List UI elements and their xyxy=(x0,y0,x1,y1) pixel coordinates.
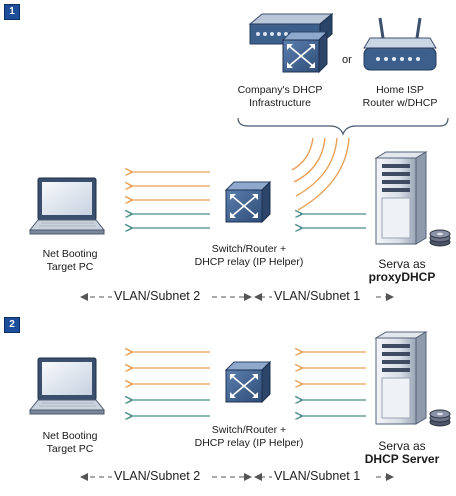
serva-label-2-line1: Serva as xyxy=(378,439,426,453)
target-pc-label-1: Net Booting Target PC xyxy=(20,248,120,274)
target-pc-label-1-line1: Net Booting xyxy=(42,248,98,260)
target-pc-label-2: Net Booting Target PC xyxy=(20,430,120,456)
dhcp-appliance-icon xyxy=(248,12,334,73)
vlan1-label-1: VLAN/Subnet 1 xyxy=(274,289,361,303)
panel-2-badge: 2 xyxy=(4,317,20,333)
relay-label-2-line1: Switch/Router + xyxy=(211,424,287,436)
vlan2-label-2: VLAN/Subnet 2 xyxy=(114,469,201,483)
server-icon xyxy=(375,151,427,245)
server-icon xyxy=(375,331,427,425)
dhcp-offer-curves xyxy=(291,137,350,211)
laptop-icon xyxy=(29,177,105,235)
serva-label-1-line2: proxyDHCP xyxy=(368,270,436,284)
relay-label-2: Switch/Router + DHCP relay (IP Helper) xyxy=(184,424,314,450)
disks-icon xyxy=(429,229,451,247)
dhcp-infra-label: Company's DHCP Infrastructure xyxy=(228,84,332,110)
home-router-label: Home ISP Router w/DHCP xyxy=(354,84,446,110)
relay-label-1-line2: DHCP relay (IP Helper) xyxy=(194,256,304,268)
target-pc-label-1-line2: Target PC xyxy=(46,261,94,273)
arrows-left-2 xyxy=(130,352,210,416)
relay-label-2-line2: DHCP relay (IP Helper) xyxy=(194,437,304,449)
serva-label-2: Serva as DHCP Server xyxy=(356,440,448,466)
dhcp-infra-label-line2: Infrastructure xyxy=(249,97,311,109)
arrows-left-1 xyxy=(130,172,210,228)
relay-label-1-line1: Switch/Router + xyxy=(211,243,287,255)
vlan2-label-1: VLAN/Subnet 2 xyxy=(114,289,201,303)
home-router-label-line2: Router w/DHCP xyxy=(362,97,438,109)
disks-icon xyxy=(429,409,451,427)
or-text: or xyxy=(342,54,352,66)
switch-router-icon xyxy=(225,181,271,223)
target-pc-label-2-line1: Net Booting xyxy=(42,430,98,442)
serva-label-1: Serva as proxyDHCP xyxy=(358,258,446,284)
serva-label-2-line2: DHCP Server xyxy=(364,452,440,466)
arrows-right-1 xyxy=(300,214,366,228)
panel-1-badge: 1 xyxy=(4,4,20,20)
home-router-icon xyxy=(363,17,437,71)
arrows-right-2 xyxy=(300,352,366,416)
target-pc-label-2-line2: Target PC xyxy=(46,443,94,455)
brace xyxy=(237,117,449,136)
laptop-icon xyxy=(29,357,105,415)
switch-router-icon xyxy=(225,361,271,403)
relay-label-1: Switch/Router + DHCP relay (IP Helper) xyxy=(184,243,314,269)
serva-label-1-line1: Serva as xyxy=(378,257,426,271)
vlan1-label-2: VLAN/Subnet 1 xyxy=(274,469,361,483)
home-router-label-line1: Home ISP xyxy=(376,84,424,96)
dhcp-infra-label-line1: Company's DHCP xyxy=(237,84,323,96)
